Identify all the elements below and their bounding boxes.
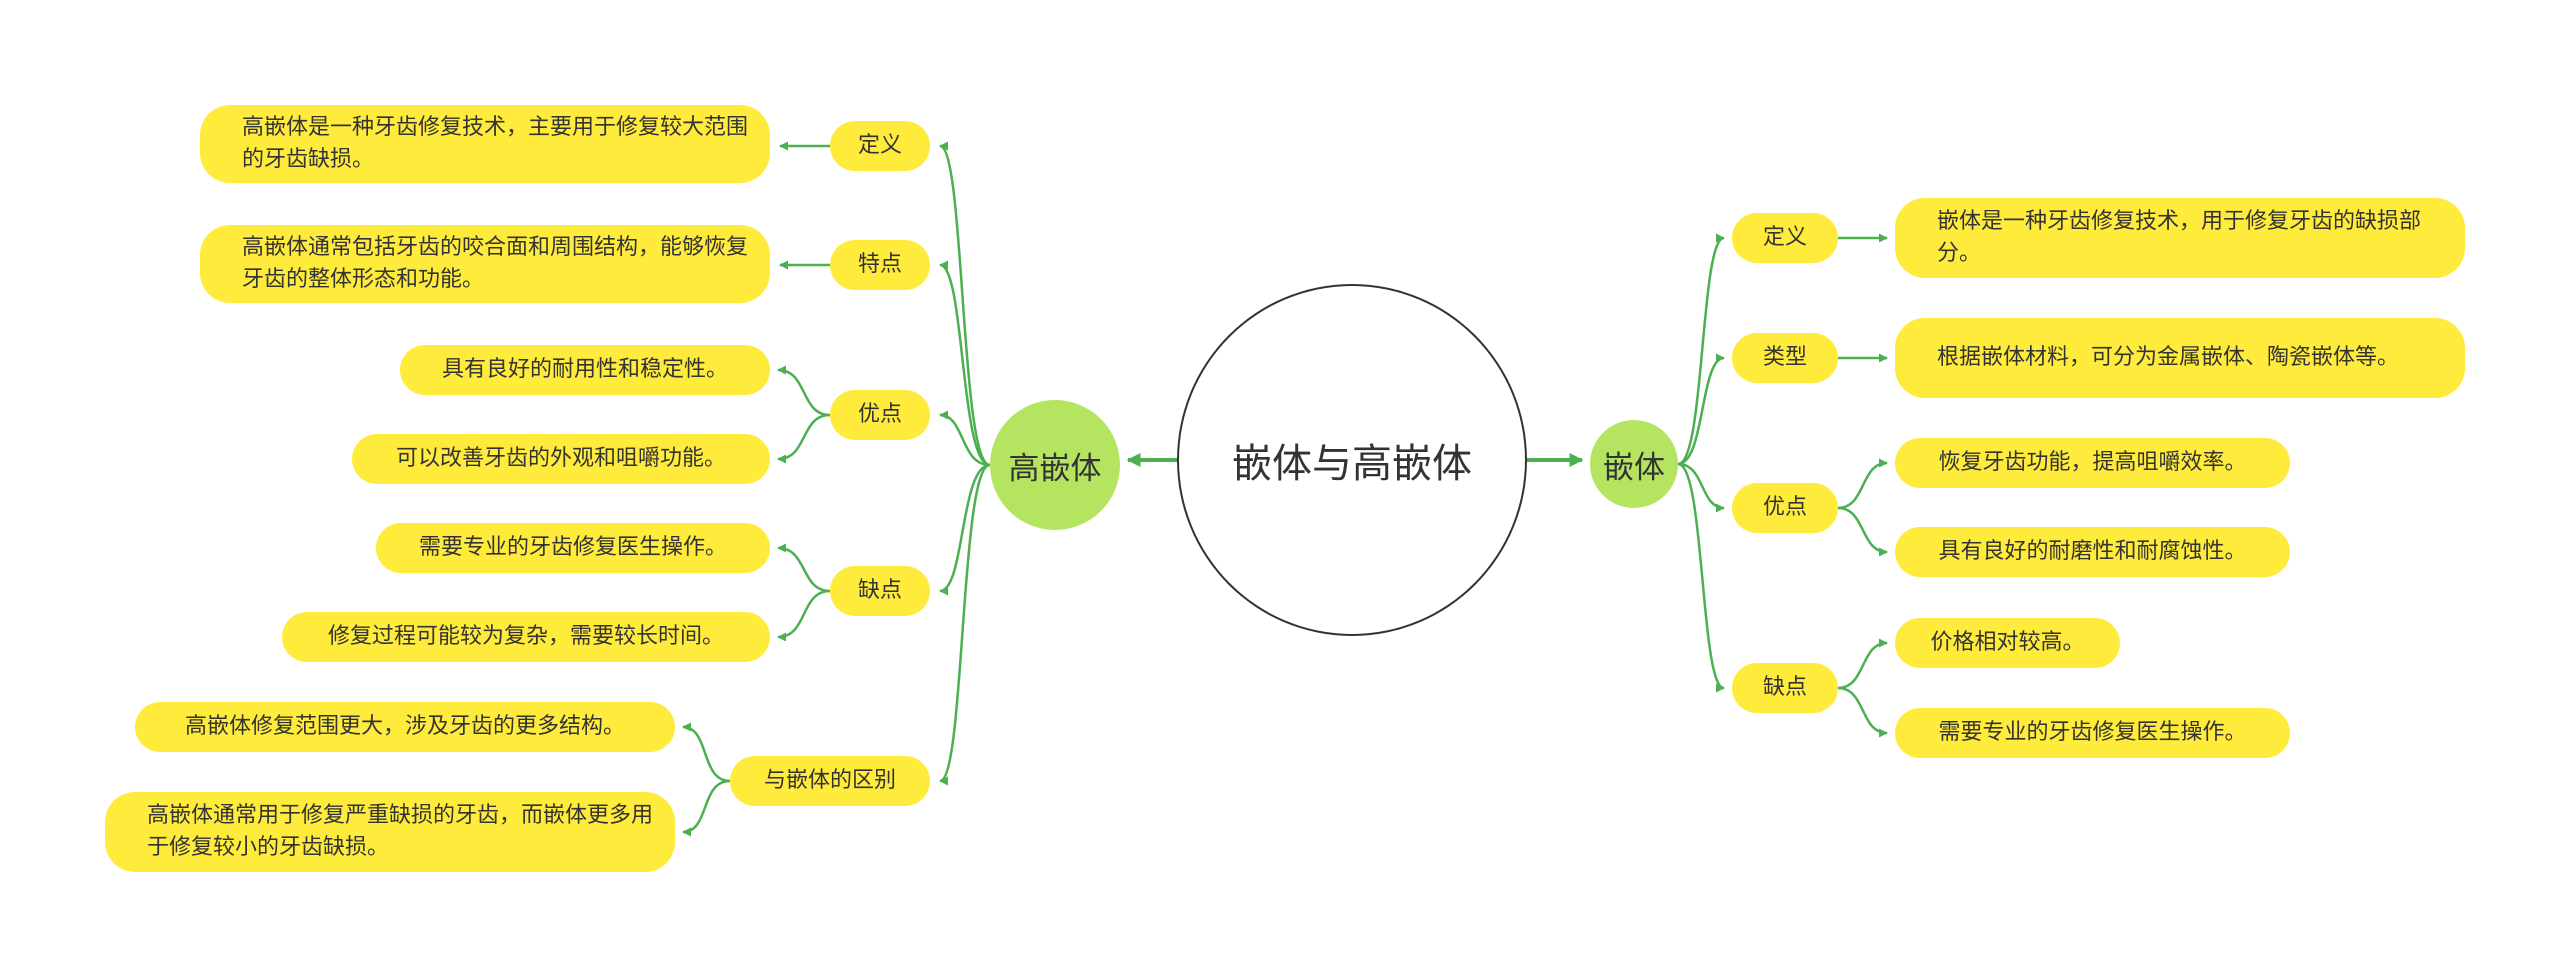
left-leaf-advantage-1: 具有良好的耐用性和稳定性。 (400, 345, 770, 395)
right-category-types: 类型 (1732, 333, 1838, 383)
left-leaf-definition: 高嵌体是一种牙齿修复技术，主要用于修复较大范围的牙齿缺损。 (200, 105, 770, 183)
connector-left-branch-to-category-2 (939, 410, 991, 467)
root-node: 嵌体与高嵌体 (1177, 284, 1527, 636)
right-leaf-types: 根据嵌体材料，可分为金属嵌体、陶瓷嵌体等。 (1895, 318, 2465, 398)
left-leaf-advantage-2: 可以改善牙齿的外观和咀嚼功能。 (352, 434, 770, 484)
connector-right-branch-to-category-0 (1677, 233, 1725, 466)
left-category-disadvantages: 缺点 (830, 566, 930, 616)
connector-left-disadvantage-leaf-0 (777, 543, 831, 593)
right-leaf-advantage-1: 恢复牙齿功能，提高咀嚼效率。 (1895, 438, 2290, 488)
connector-right-branch-to-category-3 (1677, 462, 1725, 693)
connector-left-branch-to-category-1 (939, 260, 991, 467)
right-leaf-disadvantage-2: 需要专业的牙齿修复医生操作。 (1895, 708, 2290, 758)
connector-left-branch-to-category-0 (939, 141, 991, 467)
connector-right-disadvantage-leaf-1 (1837, 686, 1888, 738)
connector-left-difference-leaf-1 (682, 779, 731, 837)
left-category-difference: 与嵌体的区别 (730, 756, 930, 806)
connector-right-branch-to-category-2 (1677, 462, 1725, 513)
connector-right-advantage-leaf-1 (1837, 506, 1888, 557)
connector-right-advantage-leaf-0 (1837, 458, 1888, 510)
left-category-definition: 定义 (830, 121, 930, 171)
connector-left-branch-to-category-4 (939, 463, 991, 786)
right-leaf-definition: 嵌体是一种牙齿修复技术，用于修复牙齿的缺损部分。 (1895, 198, 2465, 278)
connector-left-advantage-leaf-0 (777, 365, 831, 417)
left-leaf-disadvantage-2: 修复过程可能较为复杂，需要较长时间。 (282, 612, 770, 662)
left-leaf-difference-2: 高嵌体通常用于修复严重缺损的牙齿，而嵌体更多用于修复较小的牙齿缺损。 (105, 792, 675, 872)
right-category-definition: 定义 (1732, 213, 1838, 263)
branch-node-inlay: 嵌体 (1590, 420, 1678, 508)
connector-right-disadvantage-leaf-0 (1837, 638, 1888, 690)
left-leaf-disadvantage-1: 需要专业的牙齿修复医生操作。 (376, 523, 770, 573)
left-leaf-features: 高嵌体通常包括牙齿的咬合面和周围结构，能够恢复牙齿的整体形态和功能。 (200, 225, 770, 303)
connector-left-difference-leaf-0 (682, 722, 731, 783)
connector-left-branch-to-category-3 (939, 463, 991, 596)
right-leaf-disadvantage-1: 价格相对较高。 (1895, 618, 2120, 668)
connector-left-advantage-leaf-1 (777, 413, 831, 464)
left-leaf-difference-1: 高嵌体修复范围更大，涉及牙齿的更多结构。 (135, 702, 675, 752)
connector-left-disadvantage-leaf-1 (777, 589, 831, 642)
right-category-disadvantages: 缺点 (1732, 663, 1838, 713)
right-leaf-advantage-2: 具有良好的耐磨性和耐腐蚀性。 (1895, 527, 2290, 577)
connector-right-branch-to-category-1 (1677, 353, 1725, 466)
left-category-advantages: 优点 (830, 390, 930, 440)
right-category-advantages: 优点 (1732, 483, 1838, 533)
branch-node-high-inlay: 高嵌体 (990, 400, 1120, 530)
left-category-features: 特点 (830, 240, 930, 290)
